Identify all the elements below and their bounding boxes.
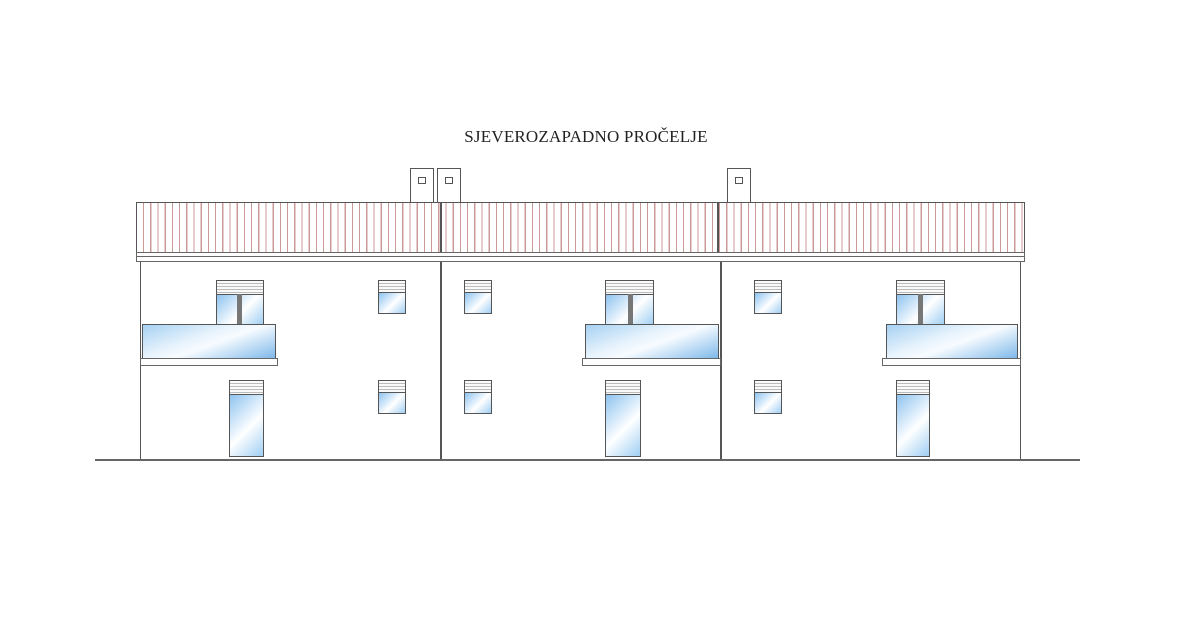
- mullion: [918, 294, 923, 324]
- shutter-icon: [378, 380, 406, 392]
- roof-fascia: [136, 256, 1025, 262]
- shutter-icon: [378, 280, 406, 292]
- balcony-slab: [882, 358, 1021, 366]
- shutter-icon: [605, 380, 641, 394]
- shutter-icon: [754, 380, 782, 392]
- roof-divider: [717, 202, 719, 262]
- shutter-icon: [229, 380, 264, 394]
- window-icon: [378, 292, 406, 314]
- roof-divider: [440, 202, 442, 262]
- shutter-icon: [896, 280, 945, 294]
- mullion: [628, 294, 633, 324]
- balcony-railing: [142, 324, 276, 359]
- unit-divider: [440, 262, 442, 460]
- window-icon: [378, 392, 406, 414]
- balcony-slab: [582, 358, 721, 366]
- facade-wall: [140, 262, 1021, 460]
- shutter-icon: [896, 380, 930, 394]
- ground-line: [95, 459, 1080, 461]
- chimney-icon: [437, 168, 461, 203]
- entrance-door-icon: [896, 394, 930, 457]
- chimney-icon: [727, 168, 751, 203]
- shutter-icon: [464, 280, 492, 292]
- balcony-slab: [140, 358, 278, 366]
- entrance-door-icon: [605, 394, 641, 457]
- shutter-icon: [464, 380, 492, 392]
- shutter-icon: [216, 280, 264, 294]
- chimney-icon: [410, 168, 434, 203]
- window-icon: [464, 292, 492, 314]
- balcony-railing: [886, 324, 1018, 359]
- roof-tiles: [136, 202, 1025, 253]
- window-icon: [754, 392, 782, 414]
- mullion: [237, 294, 242, 324]
- shutter-icon: [754, 280, 782, 292]
- shutter-icon: [605, 280, 654, 294]
- balcony-railing: [585, 324, 719, 359]
- window-icon: [464, 392, 492, 414]
- window-icon: [754, 292, 782, 314]
- drawing-title: SJEVEROZAPADNO PROČELJE: [464, 127, 708, 146]
- entrance-door-icon: [229, 394, 264, 457]
